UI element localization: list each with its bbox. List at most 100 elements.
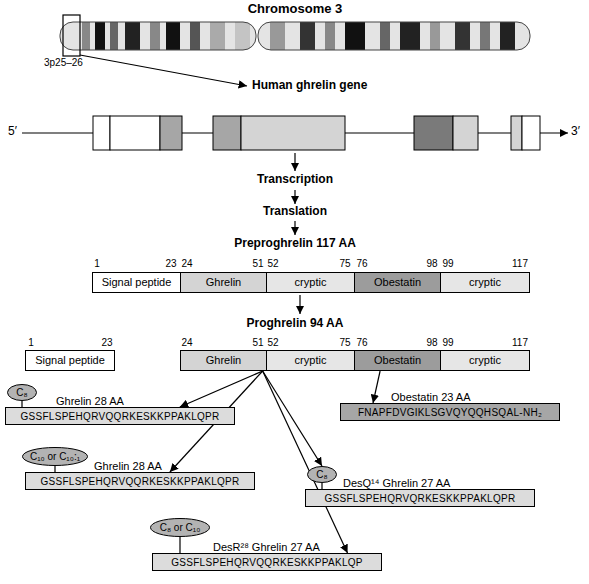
chromosome-band <box>82 22 90 50</box>
peptide-heading: DesQ¹⁴ Ghrelin 27 AA <box>343 477 450 489</box>
segment-label: cryptic <box>469 276 501 288</box>
peptide-sequence-box: DesR²⁸ Ghrelin 27 AAGSSFLSPEHQRVQQRKESKK… <box>152 553 382 571</box>
chromosome-band <box>270 22 285 50</box>
amino-acid-sequence: GSSFLSPEHQRVQQRKESKKPPAKLQP <box>171 557 363 568</box>
chromosome-band <box>110 22 118 50</box>
chromosome-band <box>400 22 420 50</box>
chromosome-band <box>455 22 470 50</box>
residue-number: 1 <box>28 337 34 349</box>
exon-box <box>213 116 241 150</box>
chromosome-ideogram <box>60 15 530 56</box>
chromosome-outline <box>60 22 256 50</box>
chromosome-arm <box>60 22 256 50</box>
amino-acid-sequence: FNAPFDVGIKLSGVQYQQHSQAL-NH₂ <box>358 407 542 418</box>
chromosome-band <box>300 22 315 50</box>
amino-acid-sequence: GSSFLSPEHQRVQQRKESKKPPAKLQPR <box>40 476 239 487</box>
chromosome-band <box>235 22 250 50</box>
residue-number: 1 <box>94 258 100 270</box>
processing-arrow <box>263 371 348 553</box>
segment-label: Obestatin <box>374 276 421 288</box>
acyl-ellipse-shape <box>8 385 37 401</box>
connector-layer <box>22 371 380 553</box>
exon-box <box>511 116 522 150</box>
acyl-group-ellipse: C₈ or C₁₀ <box>150 518 210 537</box>
step-arrow <box>294 190 295 204</box>
segment-label: cryptic <box>295 276 327 288</box>
strand-end-label: 3′ <box>571 125 580 139</box>
chromosome-band <box>190 22 200 50</box>
cryptic-segment: cryptic <box>440 350 530 371</box>
chromosome-band <box>125 22 140 50</box>
peptide-heading: DesR²⁸ Ghrelin 27 AA <box>213 541 320 553</box>
gene-heading: Human ghrelin gene <box>252 79 367 93</box>
obestatin-segment: Obestatin <box>354 272 441 293</box>
step-arrow <box>294 153 295 171</box>
exon-box <box>93 116 110 150</box>
acyl-link-stem <box>179 537 180 553</box>
step-arrow <box>299 295 300 314</box>
peptide-heading: Obestatin 23 AA <box>391 391 471 403</box>
figure-heading: Chromosome 3 <box>248 2 343 17</box>
residue-number: 75 <box>339 337 350 349</box>
cryptic-segment: cryptic <box>266 350 355 371</box>
cryptic-segment: cryptic <box>440 272 530 293</box>
residue-number: 75 <box>339 258 350 270</box>
protein-heading: Proghrelin 94 AA <box>247 317 344 331</box>
segment-label: cryptic <box>469 354 501 366</box>
segment-label: Signal peptide <box>35 354 105 366</box>
residue-number: 52 <box>267 258 278 270</box>
residue-number: 99 <box>442 337 453 349</box>
segment-label: Ghrelin <box>206 276 241 288</box>
amino-acid-sequence: GSSFLSPEHQRVQRKESKKPPAKLQPR <box>324 493 515 504</box>
chromosome-band <box>150 22 160 50</box>
chromosome-outline <box>258 22 530 50</box>
residue-number: 52 <box>267 337 278 349</box>
residue-number: 117 <box>512 337 528 349</box>
locus-label: 3p25–26 <box>44 57 83 69</box>
chromosome-band <box>95 22 105 50</box>
acyl-ellipse-shape <box>23 448 88 466</box>
residue-number: 98 <box>426 258 437 270</box>
signal-peptide-segment: Signal peptide <box>92 272 181 293</box>
cryptic-segment: cryptic <box>266 272 355 293</box>
acyl-ellipse-shape <box>308 467 337 483</box>
segment-label: cryptic <box>295 354 327 366</box>
acyl-chain-label: C₈ <box>16 387 27 398</box>
exon-box <box>241 116 345 150</box>
acyl-chain-label: C₁₀ or C₁₀:₁ <box>30 451 80 462</box>
processing-arrow <box>373 371 380 403</box>
peptide-sequence-box: DesQ¹⁴ Ghrelin 27 AAGSSFLSPEHQRVQRKESKKP… <box>305 489 535 507</box>
chromosome-arm <box>258 22 530 50</box>
protein-heading: Preproghrelin 117 AA <box>234 237 356 251</box>
peptide-sequence-box: Ghrelin 28 AAGSSFLSPEHQRVQQRKESKKPPAKLQP… <box>25 472 255 490</box>
acyl-chain-label: C₈ or C₁₀ <box>160 522 201 533</box>
acyl-group-ellipse: C₁₀ or C₁₀:₁ <box>22 447 88 466</box>
ghrelin-segment: Ghrelin <box>180 272 267 293</box>
chromosome-band <box>345 22 365 50</box>
chromosome-band <box>480 22 490 50</box>
residue-number: 24 <box>181 258 192 270</box>
exon-box <box>110 116 160 150</box>
residue-number: 23 <box>101 337 112 349</box>
residue-number: 98 <box>426 337 437 349</box>
residue-number: 76 <box>356 337 367 349</box>
step-label: Translation <box>263 205 327 219</box>
segment-label: Obestatin <box>374 354 421 366</box>
acyl-chain-label: C₈ <box>316 469 327 480</box>
acyl-group-ellipse: C₈ <box>307 466 337 483</box>
chromosome-band <box>166 22 180 50</box>
processing-arrow <box>263 371 322 466</box>
chromosome-band <box>430 22 440 50</box>
residue-number: 51 <box>252 258 263 270</box>
amino-acid-sequence: GSSFLSPEHQRVQQRKESKKPPAKLQPR <box>20 411 219 422</box>
gene-structure <box>22 116 568 150</box>
peptide-heading: Ghrelin 28 AA <box>56 395 124 407</box>
peptide-sequence-box: Ghrelin 28 AAGSSFLSPEHQRVQQRKESKKPPAKLQP… <box>5 407 235 425</box>
signal-peptide-segment: Signal peptide <box>25 350 115 371</box>
chromosome-band <box>210 22 225 50</box>
residue-number: 117 <box>512 258 528 270</box>
residue-number: 76 <box>356 258 367 270</box>
acyl-group-ellipse: C₈ <box>7 384 37 401</box>
